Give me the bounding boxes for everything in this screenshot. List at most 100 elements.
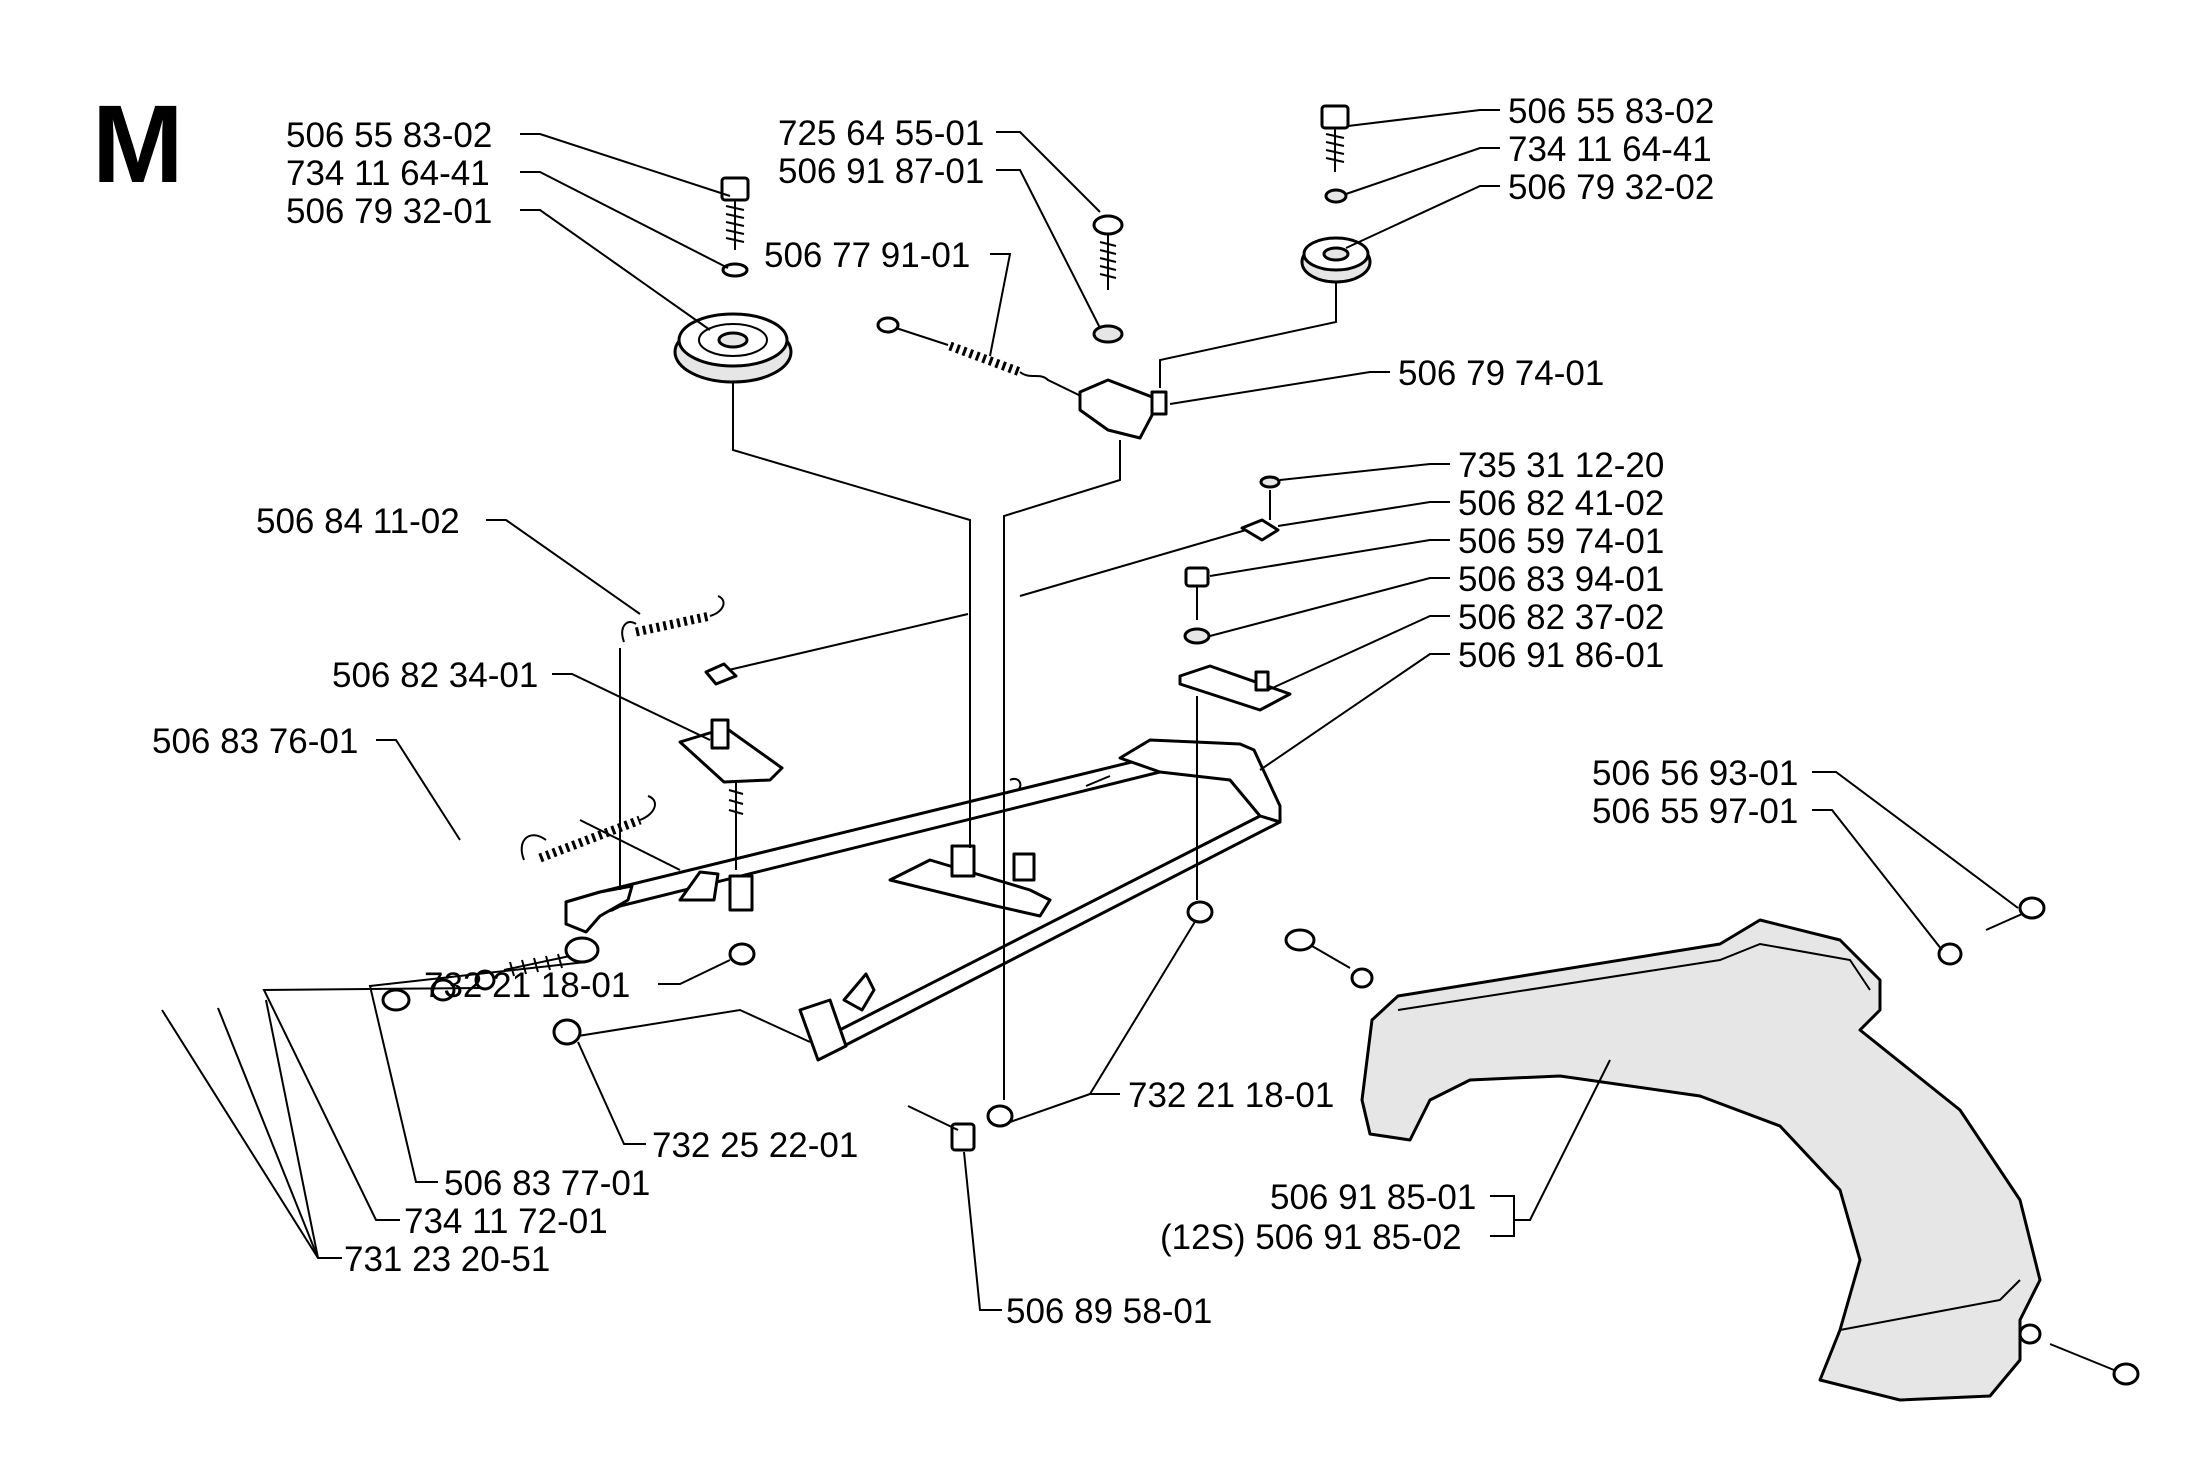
- spring-hook-end: [876, 316, 900, 334]
- long-spring-right-hook: [639, 795, 656, 821]
- leader-l30: [1490, 1220, 1515, 1237]
- frame-left-bar: [564, 758, 1162, 920]
- nut-731232051: [381, 988, 411, 1012]
- bumper-bolt-left-shaft: [1311, 945, 1351, 969]
- leader-l06: [989, 253, 1012, 357]
- leader-l25a: [161, 1009, 342, 1259]
- part-label: 506 59 74-01: [1458, 522, 1664, 561]
- frame-center-plate: [888, 858, 1052, 918]
- idler-bracket: [1078, 378, 1162, 440]
- left-pulley-washer: [721, 262, 749, 278]
- right-pulley-hub: [1322, 246, 1350, 262]
- eye-bolt-eye: [564, 936, 600, 964]
- spring-link: [895, 327, 949, 346]
- center-bolt-thread: [1099, 241, 1117, 279]
- bolt-506895801-shaft: [907, 1105, 959, 1131]
- part-label: 734 11 72-01: [404, 1202, 608, 1241]
- frame-left-bushing: [728, 874, 754, 912]
- part-label: 506 83 76-01: [152, 722, 358, 761]
- left-pulley-groove: [698, 323, 768, 357]
- left-pulley-bolt-thread: [725, 205, 745, 243]
- part-label: 506 83 77-01: [444, 1164, 650, 1203]
- part-label: 506 83 94-01: [1458, 560, 1664, 599]
- part-label: 506 82 41-02: [1458, 484, 1664, 523]
- frame-cross-bar: [818, 814, 1282, 1050]
- pivot-bolt-head: [1184, 566, 1210, 588]
- washer-outer: [430, 978, 456, 1002]
- upper-spring-coil: [635, 611, 711, 637]
- part-label: 506 55 83-02: [286, 116, 492, 155]
- upper-right-rod: [1019, 529, 1247, 597]
- right-pulley-bolt-thread: [1325, 133, 1345, 163]
- center-washer: [1092, 324, 1124, 344]
- leader-l21b: [1009, 1093, 1091, 1123]
- frame-front-bracket: [798, 998, 848, 1062]
- upper-spring-right-hook: [709, 595, 725, 617]
- idler-bracket-post: [1150, 390, 1168, 416]
- part-label: 506 91 85-01: [1270, 1178, 1476, 1217]
- upper-spring-left-hook: [621, 621, 637, 643]
- bumper-washer-506559701: [1937, 942, 1963, 966]
- leader-l27: [1812, 771, 2019, 909]
- leader-l26: [963, 1151, 1002, 1311]
- leader-l25b: [217, 1007, 319, 1259]
- leader-l04: [996, 131, 1101, 213]
- align-center: [1003, 440, 1121, 1100]
- pivot-plate-post: [1254, 670, 1270, 692]
- pivot-plate-506823702: [1178, 664, 1292, 712]
- right-pulley-bolt-head: [1320, 104, 1350, 130]
- nut-732211801-right: [1186, 900, 1214, 924]
- frame-right-arm: [1118, 738, 1282, 824]
- part-label: (12S) 506 91 85-02: [1160, 1218, 1462, 1257]
- bumper-top-edge: [1397, 942, 1881, 1031]
- leader-l29: [1490, 1059, 1611, 1221]
- leader-l01: [520, 133, 731, 197]
- left-linkage-parts: [381, 595, 969, 1012]
- bumper-bolt-bottom-shaft: [2049, 1343, 2115, 1371]
- frame-front-tab: [842, 972, 876, 1012]
- bumper-washer-left: [1350, 967, 1374, 989]
- left-pulley-bolt-head: [720, 176, 750, 202]
- bumper-bolt-top-shaft: [1985, 913, 2023, 931]
- bumper-bolt-left-head: [1284, 928, 1316, 952]
- leader-l10: [1169, 371, 1390, 405]
- leader-l12: [1277, 501, 1450, 527]
- leader-lines: [161, 109, 2019, 1311]
- align-left-pulley: [732, 382, 971, 848]
- washer-734117201: [474, 969, 496, 991]
- frame-center-post: [1012, 852, 1036, 882]
- frame-clip: [1009, 778, 1022, 791]
- frame-hook: [1085, 775, 1111, 787]
- leader-l20: [658, 959, 731, 985]
- leader-l23: [368, 961, 587, 1183]
- part-label: 506 79 74-01: [1398, 354, 1604, 393]
- part-label: 506 91 87-01: [778, 152, 984, 191]
- right-pulley-washer: [1324, 188, 1348, 204]
- part-label: 735 31 12-20: [1458, 446, 1664, 485]
- part-label: 506 55 83-02: [1508, 92, 1714, 131]
- front-bumper-506918501: [1284, 896, 2140, 1402]
- leader-l02: [520, 171, 729, 269]
- main-frame-506918601: [564, 738, 1282, 1062]
- bumper-bolt-top-head: [2018, 896, 2046, 920]
- leader-l05: [996, 169, 1101, 329]
- leader-l25c: [265, 999, 319, 1259]
- part-label: 732 25 22-01: [652, 1126, 858, 1165]
- frame-fasteners: [552, 900, 1214, 1152]
- part-label: 734 11 64-41: [1508, 130, 1712, 169]
- leader-l11: [1279, 463, 1450, 481]
- nut-732211801-center: [986, 1104, 1014, 1128]
- center-bolt-head: [1092, 214, 1124, 236]
- nut-732211801-left: [728, 942, 756, 966]
- pivot-spacer: [1183, 627, 1211, 645]
- leader-l17: [486, 519, 641, 615]
- align-long-spring: [579, 819, 681, 871]
- part-label: 506 56 93-01: [1592, 754, 1798, 793]
- leader-l18: [552, 673, 711, 741]
- frame-left-tab: [678, 870, 720, 902]
- left-pulley-assembly: [673, 176, 793, 384]
- leader-l22: [577, 1041, 646, 1145]
- part-label: 506 84 11-02: [256, 502, 460, 541]
- leader-l09: [1345, 185, 1500, 249]
